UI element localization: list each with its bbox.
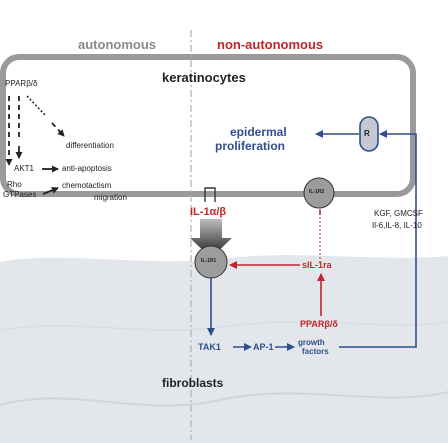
cytokine-feedback-line [339, 130, 417, 348]
fibroblast-wave-2 [0, 320, 448, 331]
chemotactism-label: chemotactism [62, 181, 112, 190]
non-autonomous-header: non-autonomous [217, 37, 324, 52]
proliferation-label: proliferation [215, 139, 286, 153]
epidermal-label: epidermal [230, 125, 287, 139]
gtpases-label: GTPases [3, 190, 37, 199]
fibroblasts-title: fibroblasts [162, 376, 224, 390]
keratinocytes-title: keratinocytes [162, 70, 246, 85]
il1-label: IL-1α/β [190, 206, 227, 218]
rho-to-chemotactism-arrow [42, 186, 59, 195]
rho-label: Rho [7, 180, 22, 189]
fibroblast-wave [0, 391, 448, 407]
fibroblast-region [0, 255, 448, 443]
migration-label: migration [94, 193, 127, 202]
cytokines-line1: KGF, GMCSF [374, 209, 423, 218]
il1r2-receptor [303, 177, 335, 209]
il1r1-label: IL-1R1 [201, 258, 217, 264]
r-receptor [359, 116, 379, 152]
tak1-label: TAK1 [198, 342, 221, 352]
cytokines-line2: Il-6,IL-8, IL-10 [372, 221, 422, 230]
ap1-label: AP-1 [253, 342, 274, 352]
il1r1-receptor [194, 245, 228, 279]
keratinocyte-ppar-label: PPARβ/δ [5, 79, 38, 88]
growth-label: growth [298, 338, 325, 347]
anti-apoptosis-label: anti-apoptosis [62, 164, 112, 173]
autonomous-header: autonomous [78, 37, 156, 52]
akt1-label: AKT1 [14, 164, 35, 173]
ppar-to-differentiation-arrow [51, 122, 65, 137]
factors-label: factors [302, 347, 329, 356]
sil1ra-label: sIL-1ra [302, 260, 332, 270]
receptor-bracket [204, 187, 216, 202]
r-receptor-label: R [364, 129, 370, 138]
fibroblast-ppar-label: PPARβ/δ [300, 319, 338, 329]
keratinocyte-box [0, 54, 416, 197]
differentiation-label: differentiation [66, 141, 114, 150]
il1-transfer-arrow [190, 219, 232, 258]
ppar-dotted [26, 95, 46, 116]
il1r2-label: IL-1R2 [309, 189, 325, 195]
